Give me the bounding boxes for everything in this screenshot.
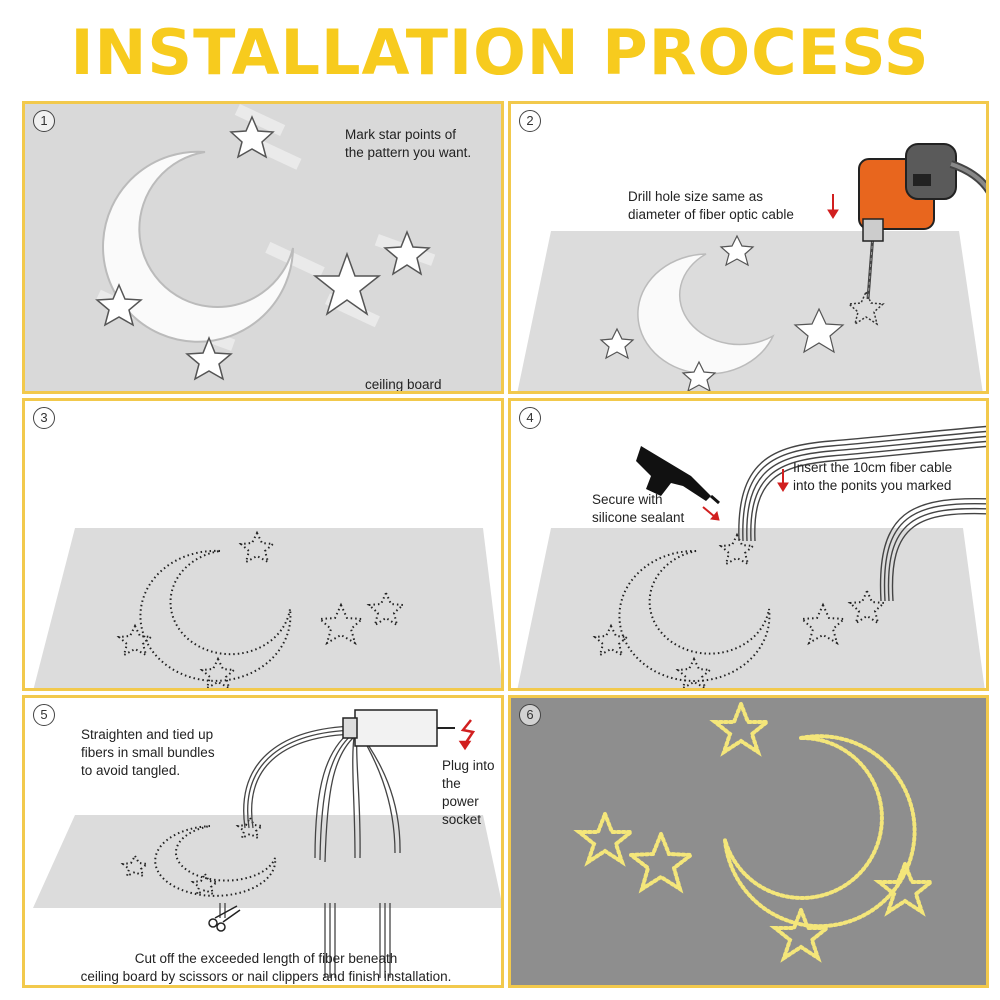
glowing-star	[769, 904, 833, 963]
dotted-star	[847, 290, 885, 326]
star-cutout	[185, 335, 233, 381]
ceiling-board-label: ceiling board	[365, 377, 442, 392]
drill-icon	[858, 143, 986, 300]
ceiling-board	[33, 528, 501, 688]
step-2-drill-label: Drill hole size same as diameter of fibe…	[628, 189, 794, 222]
step-number: 1	[33, 110, 55, 132]
step-number: 3	[33, 407, 55, 429]
step-5-straighten-label: Straighten and tied up fibers in small b…	[81, 727, 215, 778]
glowing-star	[573, 808, 637, 867]
step-5-panel: 5 Straighten and tied up fibers in small…	[22, 695, 504, 988]
scissors-icon	[208, 905, 241, 932]
glue-gun-icon	[636, 446, 720, 505]
dotted-moon	[139, 549, 292, 682]
step-6-panel: 6	[508, 695, 989, 988]
red-arrow-icon	[777, 482, 789, 492]
glowing-star	[625, 828, 697, 894]
moon-cutout	[637, 253, 775, 375]
dotted-star	[238, 530, 276, 565]
star-cutout	[599, 327, 635, 360]
step-1-mark-label: Mark star points of the pattern you want…	[345, 127, 472, 160]
step-1-illustration	[95, 104, 436, 381]
ceiling-board	[33, 815, 501, 908]
light-source-icon	[342, 709, 455, 747]
fiber-bundle	[738, 425, 986, 602]
page-title: INSTALLATION PROCESS	[70, 16, 930, 89]
step-4-secure-label: Secure with silicone sealant	[592, 492, 685, 525]
step-4-insert-label: Insert the 10cm fiber cable into the pon…	[793, 460, 953, 493]
red-arrow-icon	[702, 506, 716, 518]
step-1-panel: 1 Mark star points of the pattern you wa…	[22, 101, 504, 394]
step-6-illustration	[573, 698, 937, 963]
step-3-panel: 3	[22, 398, 504, 691]
star-cutout	[719, 234, 755, 267]
dotted-star	[675, 656, 713, 688]
star-cutout	[681, 360, 717, 391]
dotted-star	[199, 656, 237, 688]
step-number: 5	[33, 704, 55, 726]
step-number: 2	[519, 110, 541, 132]
star-cutout	[383, 229, 431, 276]
star-cutout	[95, 283, 143, 327]
ceiling-board	[517, 528, 985, 688]
dotted-star	[116, 623, 154, 658]
star-cutout	[793, 307, 845, 354]
glowing-moon	[723, 734, 917, 929]
step-5-plug-label: Plug into the power socket	[442, 758, 495, 827]
ceiling-board	[517, 231, 983, 391]
glowing-star	[709, 698, 773, 757]
step-number: 6	[519, 704, 541, 726]
dotted-star	[592, 623, 630, 658]
step-5-cut-label: Cut off the exceeded length of fiber ben…	[80, 951, 452, 984]
step-2-illustration	[517, 143, 986, 391]
star-cutout	[312, 251, 382, 316]
moon-cutout	[102, 150, 294, 343]
star-cutout	[229, 115, 275, 159]
step-3-illustration	[33, 528, 501, 688]
glowing-star	[873, 858, 937, 917]
step-number: 4	[519, 407, 541, 429]
step-2-panel: 2 Drill hole size same as diameter of fi…	[508, 101, 989, 394]
lightning-icon	[458, 719, 476, 751]
step-4-panel: 4 Secure with silicone sealant Insert th…	[508, 398, 989, 691]
red-arrow-icon	[710, 510, 720, 521]
step-5-illustration	[33, 709, 501, 978]
dotted-star	[718, 532, 756, 567]
red-arrow-icon	[827, 194, 839, 219]
step-4-illustration	[517, 425, 986, 688]
